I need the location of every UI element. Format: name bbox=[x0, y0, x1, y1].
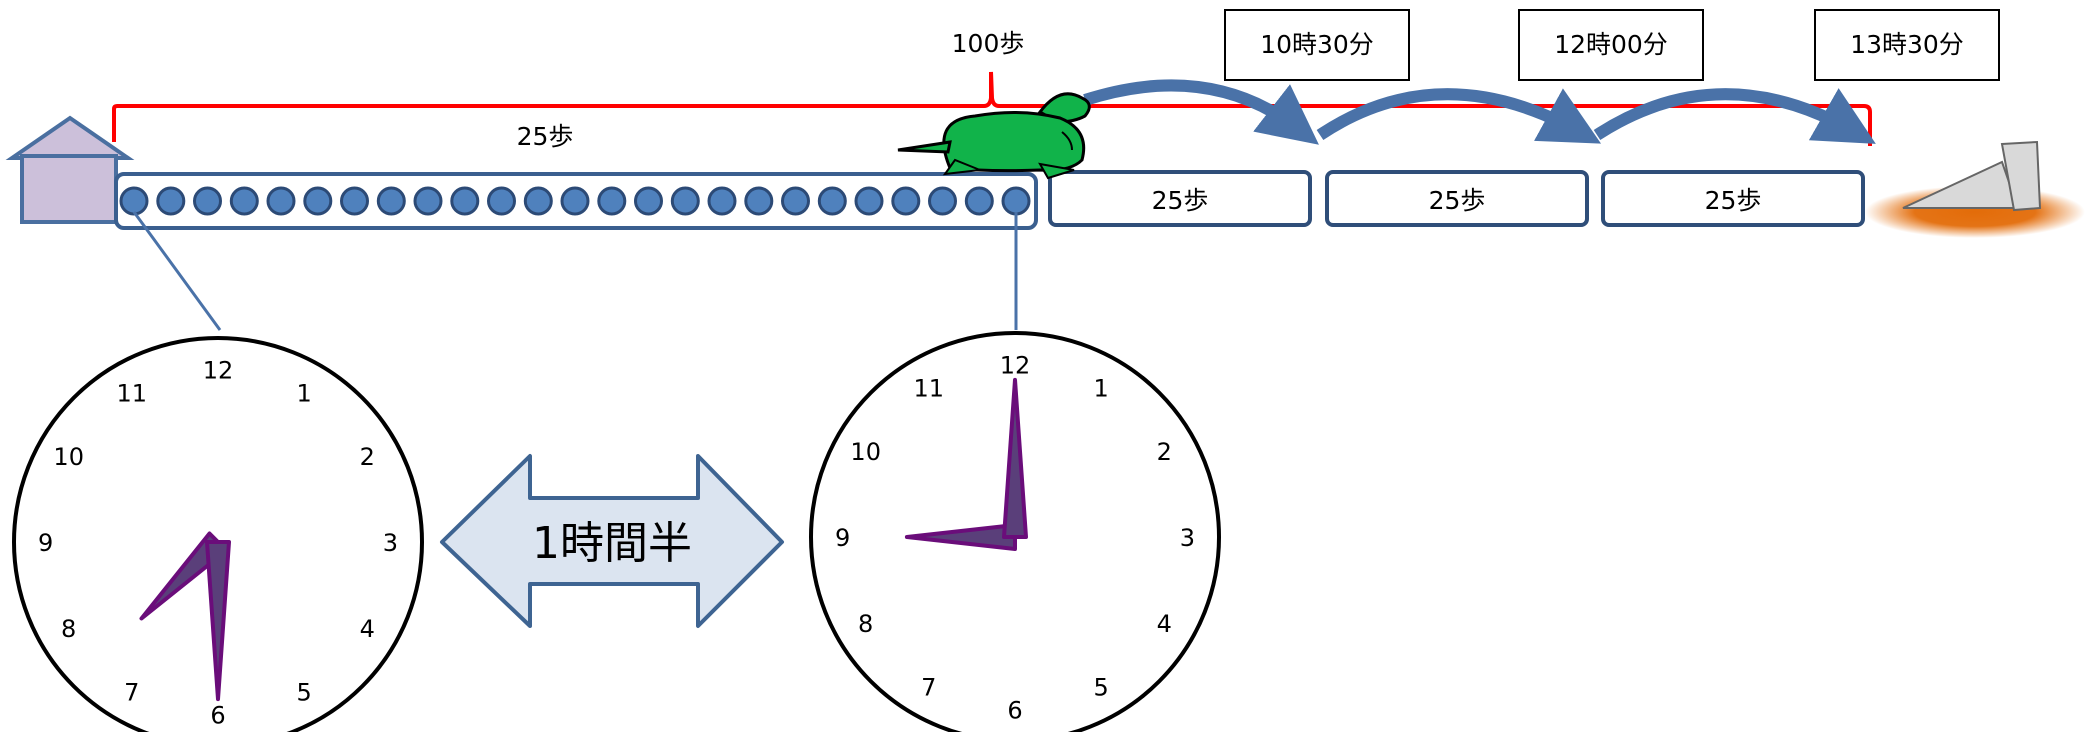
segment-box-2-label: 25歩 bbox=[1429, 186, 1486, 215]
hop-arrows bbox=[1083, 79, 1876, 145]
step-dot bbox=[597, 186, 627, 216]
end-clock-number: 10 bbox=[850, 438, 881, 466]
segment-box-1-label: 25歩 bbox=[1152, 186, 1209, 215]
step-dot bbox=[928, 186, 957, 216]
end-clock-number: 5 bbox=[1094, 673, 1109, 701]
step-dots bbox=[119, 186, 1031, 216]
time-box-3-label: 13時30分 bbox=[1850, 30, 1964, 59]
start-clock-number: 1 bbox=[297, 380, 312, 408]
segment-box-3: 25歩 bbox=[1601, 170, 1865, 227]
end-clock-number: 11 bbox=[914, 375, 945, 403]
start-clock-number: 7 bbox=[124, 678, 139, 706]
step-dot bbox=[560, 186, 590, 216]
start-clock-number: 11 bbox=[117, 380, 148, 408]
time-box-2: 12時00分 bbox=[1518, 9, 1704, 81]
step-dot bbox=[634, 186, 663, 216]
end-clock-number: 12 bbox=[1000, 352, 1031, 380]
segment-box-2: 25歩 bbox=[1325, 170, 1589, 227]
start-minute-hand bbox=[205, 540, 231, 702]
step-dot bbox=[376, 186, 406, 216]
time-box-2-label: 12時00分 bbox=[1554, 30, 1668, 59]
start-clock-number: 8 bbox=[61, 615, 76, 643]
start-clock-number: 3 bbox=[383, 529, 398, 557]
step-dot bbox=[964, 186, 994, 216]
segment-box-3-label: 25歩 bbox=[1705, 186, 1762, 215]
start-clock-number: 10 bbox=[53, 443, 84, 471]
step-dot bbox=[119, 186, 149, 216]
end-clock-number: 2 bbox=[1157, 438, 1172, 466]
duration-double-arrow: 1時間半 bbox=[440, 454, 784, 628]
segment-box-1: 25歩 bbox=[1048, 170, 1312, 227]
connector-start bbox=[132, 211, 222, 331]
dotted-segment-label: 25歩 bbox=[517, 122, 574, 151]
start-clock-number: 5 bbox=[297, 678, 312, 706]
step-dot bbox=[229, 186, 259, 216]
step-dot bbox=[156, 186, 186, 216]
step-dot bbox=[744, 186, 774, 216]
start-clock-number: 9 bbox=[38, 529, 53, 557]
hop-arrow-3 bbox=[1593, 88, 1876, 144]
step-dot bbox=[707, 186, 737, 216]
step-dot bbox=[854, 186, 884, 216]
step-dot bbox=[487, 186, 516, 216]
duration-label: 1時間半 bbox=[532, 518, 692, 569]
total-steps-label: 100歩 bbox=[952, 29, 1025, 58]
step-dot bbox=[413, 186, 443, 216]
start-clock-number: 2 bbox=[360, 443, 375, 471]
hop-arrow-1 bbox=[1083, 79, 1319, 145]
end-clock-number: 4 bbox=[1157, 610, 1172, 638]
step-dot bbox=[450, 186, 480, 216]
hop-arrow-2 bbox=[1316, 88, 1602, 144]
step-dot bbox=[266, 186, 296, 216]
time-box-1: 10時30分 bbox=[1224, 9, 1410, 81]
step-dot bbox=[523, 186, 553, 216]
start-clock-number: 12 bbox=[203, 357, 234, 385]
step-dot bbox=[670, 186, 700, 216]
step-dot bbox=[193, 186, 222, 216]
step-dot bbox=[303, 186, 333, 216]
step-dot bbox=[781, 186, 810, 216]
start-clock-number: 6 bbox=[210, 701, 225, 729]
time-box-3: 13時30分 bbox=[1814, 9, 2000, 81]
finish-ramp-icon bbox=[1902, 140, 2042, 212]
step-dot bbox=[891, 186, 921, 216]
end-minute-hand bbox=[1002, 377, 1028, 539]
step-dot bbox=[817, 186, 847, 216]
end-clock-number: 6 bbox=[1007, 696, 1022, 724]
time-box-1-label: 10時30分 bbox=[1260, 30, 1374, 59]
house-icon bbox=[5, 115, 135, 224]
end-clock-number: 7 bbox=[921, 673, 936, 701]
step-dot bbox=[1001, 186, 1031, 216]
start-clock-number: 4 bbox=[360, 615, 375, 643]
step-dot bbox=[340, 186, 369, 216]
end-clock-number: 3 bbox=[1180, 524, 1195, 552]
end-clock-number: 8 bbox=[858, 610, 873, 638]
start-clock-face bbox=[12, 336, 424, 732]
end-clock-number: 9 bbox=[835, 524, 850, 552]
end-clock-number: 1 bbox=[1094, 375, 1109, 403]
turtle-icon bbox=[897, 92, 1091, 180]
